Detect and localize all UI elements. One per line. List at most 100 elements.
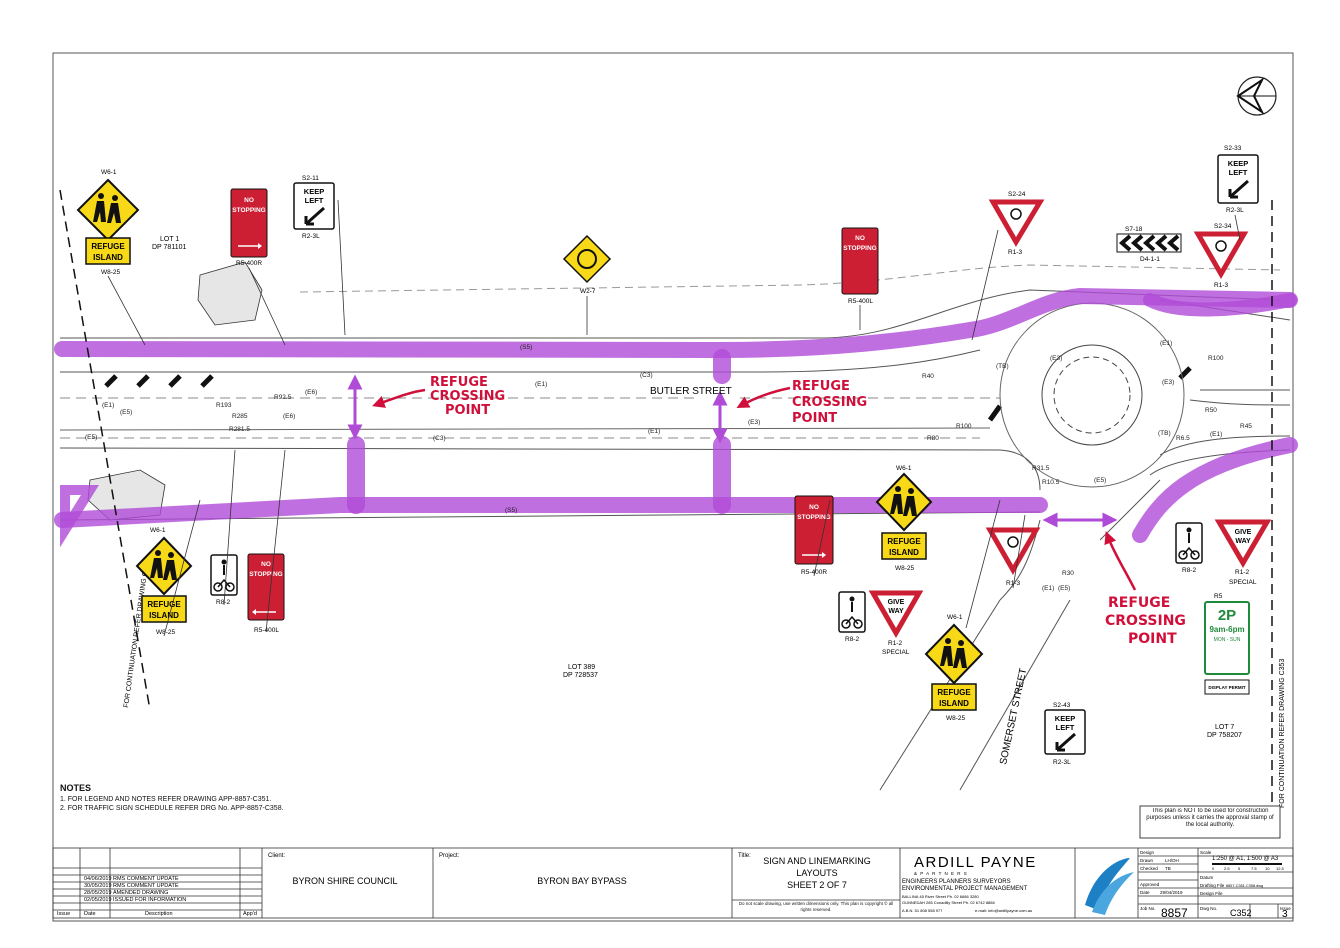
drawing-title-2: LAYOUTS	[796, 868, 837, 878]
pedestrians-icon	[93, 193, 121, 223]
svg-text:Date: Date	[84, 911, 96, 917]
disclaimer-text: This plan is NOT to be used for construc…	[1146, 808, 1274, 828]
svg-text:AMENDED DRAWING: AMENDED DRAWING	[113, 890, 168, 896]
svg-text:(TB): (TB)	[1158, 430, 1171, 437]
svg-text:R100: R100	[1208, 355, 1224, 362]
svg-text:STOPPING: STOPPING	[797, 514, 830, 521]
client-name: BYRON SHIRE COUNCIL	[292, 876, 397, 886]
refuge-crossing-note-2: REFUGE CROSSING POINT	[792, 379, 867, 426]
bicycle-icon	[1178, 546, 1200, 560]
chevron-icon	[1118, 234, 1180, 252]
svg-text:R5-400R: R5-400R	[236, 260, 262, 267]
svg-text:W6-1: W6-1	[896, 465, 912, 472]
svg-text:S2-43: S2-43	[1053, 702, 1071, 709]
svg-text:KEEP: KEEP	[1055, 714, 1075, 723]
client-label: Client:	[268, 853, 285, 859]
svg-text:KEEP: KEEP	[1228, 159, 1248, 168]
scale-bar: 0 2.5 5 7.5 10 12.5	[1212, 863, 1285, 871]
svg-text:CROSSING: CROSSING	[792, 395, 867, 410]
svg-text:TB: TB	[1165, 866, 1171, 871]
bicycle-icon	[213, 578, 235, 592]
svg-text:(E5): (E5)	[1058, 585, 1070, 592]
svg-text:7.5: 7.5	[1251, 866, 1257, 871]
svg-text:8857-C351-C358.dwg: 8857-C351-C358.dwg	[1226, 884, 1263, 888]
svg-text:STOPPING: STOPPING	[843, 245, 876, 252]
svg-text:REFUGE: REFUGE	[792, 379, 850, 394]
svg-text:Design: Design	[1140, 850, 1155, 855]
svg-text:Job No.: Job No.	[1140, 906, 1156, 911]
svg-text:2P: 2P	[1218, 607, 1236, 624]
svg-text:(E5): (E5)	[85, 434, 97, 441]
refuge-island-sign-2: W6-1 REFUGE ISLAND W8-25	[135, 527, 193, 636]
drawing-info-fields: Design Drawn LH/OH Checked TB Approved D…	[1140, 850, 1291, 911]
svg-text:S2-24: S2-24	[1008, 191, 1026, 198]
pedestrians-icon	[940, 638, 967, 668]
project-label: Project:	[439, 853, 460, 859]
svg-text:R1-2: R1-2	[888, 640, 902, 647]
svg-text:(S5): (S5)	[505, 507, 517, 514]
company-services-2: ENVIRONMENTAL PROJECT MANAGEMENT	[902, 886, 1028, 892]
svg-text:REFUGE: REFUGE	[91, 242, 125, 251]
svg-text:Drafting File: Drafting File	[1200, 883, 1225, 888]
svg-text:R8-2: R8-2	[1182, 567, 1196, 574]
crossing-arrows	[347, 374, 1118, 528]
butler-street-label: BUTLER STREET	[650, 386, 732, 397]
svg-text:POINT: POINT	[792, 411, 837, 426]
svg-text:LOT 389: LOT 389	[568, 664, 595, 671]
svg-text:(S5): (S5)	[520, 344, 532, 351]
svg-text:W8-25: W8-25	[101, 269, 121, 276]
svg-text:LEFT: LEFT	[1056, 723, 1075, 732]
svg-text:R8-2: R8-2	[216, 599, 230, 606]
svg-text:SPECIAL: SPECIAL	[1229, 579, 1257, 586]
office-2: GUNNEDAH 285 Conadilly Street Ph. 02 674…	[902, 900, 995, 905]
svg-text:W8-25: W8-25	[946, 715, 966, 722]
svg-text:(TB): (TB)	[996, 363, 1009, 370]
disclaimer-frame: This plan is NOT to be used for construc…	[1146, 808, 1274, 828]
company-name: ARDILL PAYNE	[914, 854, 1037, 871]
svg-text:NO: NO	[244, 197, 254, 204]
svg-text:(E3): (E3)	[1162, 379, 1174, 386]
svg-text:W2-7: W2-7	[580, 288, 596, 295]
svg-text:R30: R30	[1062, 570, 1074, 577]
arrow-down-left-icon	[1228, 179, 1249, 199]
roundabout-warning-sign: W2-7	[562, 234, 612, 295]
refuge-crossing-note-3: REFUGE CROSSING POINT	[1105, 595, 1186, 647]
svg-text:5: 5	[1238, 866, 1241, 871]
svg-text:RMS COMMENT UPDATE: RMS COMMENT UPDATE	[113, 876, 179, 882]
svg-text:STOPPING: STOPPING	[249, 571, 282, 578]
svg-text:(E1): (E1)	[102, 402, 114, 409]
svg-text:(E3): (E3)	[1050, 355, 1062, 362]
svg-text:(E1): (E1)	[1160, 340, 1172, 347]
svg-text:R6.5: R6.5	[1176, 435, 1190, 442]
rock-wall	[87, 261, 263, 521]
chevron-alignment-sign: S7-18 D4-1-1	[1116, 226, 1182, 263]
svg-text:R10.5: R10.5	[1042, 479, 1060, 486]
svg-text:R1-3: R1-3	[1006, 580, 1020, 587]
svg-text:MON - SUN: MON - SUN	[1214, 637, 1241, 643]
note-2: 2. FOR TRAFFIC SIGN SCHEDULE REFER DRG N…	[60, 805, 284, 812]
svg-text:REFUGE: REFUGE	[937, 688, 971, 697]
svg-text:28/05/2019: 28/05/2019	[84, 890, 112, 896]
company-logo	[1085, 858, 1134, 915]
svg-text:R8-2: R8-2	[845, 636, 859, 643]
svg-text:KEEP: KEEP	[304, 187, 324, 196]
refuge-island-sign-1: W6-1 REFUGE ISLAND W8-25	[76, 169, 140, 276]
svg-text:(E3): (E3)	[748, 419, 760, 426]
svg-text:NO: NO	[855, 235, 865, 242]
svg-text:GIVE: GIVE	[888, 599, 905, 606]
arrow-down-left-icon	[1055, 732, 1076, 752]
svg-text:10: 10	[1265, 866, 1270, 871]
svg-text:0: 0	[1212, 866, 1215, 871]
keep-left-sign-3: S2-43 KEEP LEFT R2-3L	[1044, 702, 1086, 766]
svg-text:REFUGE: REFUGE	[147, 600, 181, 609]
svg-text:R40: R40	[922, 373, 934, 380]
pedestrians-icon	[890, 486, 917, 516]
parking-2p-sign: R5 2P 9am-6pm MON - SUN DISPLAY PERMIT	[1204, 593, 1250, 695]
svg-text:R285: R285	[232, 413, 248, 420]
notes-block: NOTES 1. FOR LEGEND AND NOTES REFER DRAW…	[60, 784, 480, 813]
svg-text:GIVE: GIVE	[1235, 529, 1252, 536]
road-kerbs	[59, 264, 1291, 791]
svg-text:R100: R100	[956, 423, 972, 430]
svg-text:Drawn: Drawn	[1140, 858, 1154, 863]
abn: A.B.N. 51 808 558 977	[902, 908, 943, 913]
